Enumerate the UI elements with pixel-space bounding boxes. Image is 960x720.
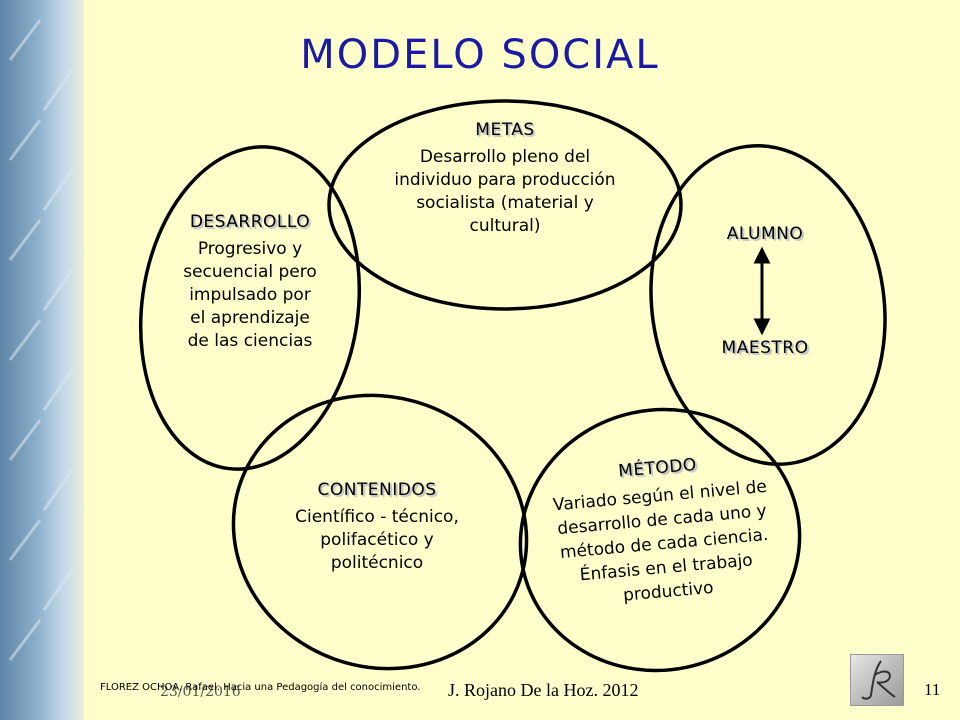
ellipse-metas: [327, 99, 683, 311]
footer-reference: FLOREZ OCHOA, Rafael. Hacia una Pedagogí…: [100, 682, 421, 693]
left-decorative-bar: [0, 0, 84, 720]
ellipse-contenidos: [231, 393, 529, 671]
double-arrow: [753, 246, 771, 336]
ellipse-desarrollo: [138, 145, 362, 471]
desarrollo-heading: DESARROLLO: [189, 212, 311, 232]
ellipse-alumno-maestro: [649, 143, 887, 467]
metas-line: cultural): [469, 216, 541, 236]
maestro-label: MAESTRO: [721, 338, 809, 358]
alumno-label: ALUMNO: [726, 224, 804, 244]
metas-block: METAS Desarrollo pleno del individuo par…: [360, 120, 650, 238]
desarrollo-body: Progresivo y secuencial pero impulsado p…: [160, 238, 340, 353]
contenidos-body: Científico - técnico, polifacético y pol…: [262, 506, 492, 575]
metas-line: Desarrollo pleno del: [419, 147, 591, 167]
jr-monogram-logo: [850, 654, 904, 706]
page-title: MODELO SOCIAL: [300, 32, 660, 78]
page-number: 11: [924, 680, 941, 699]
ellipse-metodo: [518, 407, 802, 673]
metas-body: Desarrollo pleno del individuo para prod…: [360, 146, 650, 238]
metodo-block: MÉTODO Variado según el nivel de desarro…: [532, 447, 794, 614]
desarrollo-block: DESARROLLO Progresivo y secuencial pero …: [160, 212, 340, 353]
logo-mark-icon: [861, 660, 896, 700]
contenidos-line: Científico - técnico,: [295, 507, 459, 527]
metas-line: socialista (material y: [416, 193, 594, 213]
metas-line: individuo para producción: [394, 170, 616, 190]
sidebar-pattern: [8, 19, 74, 661]
contenidos-line: polifacético y: [320, 530, 434, 550]
metodo-body: Variado según el nivel de desarrollo de …: [534, 473, 794, 614]
desarrollo-line: Progresivo y: [197, 239, 303, 259]
contenidos-heading: CONTENIDOS: [317, 480, 437, 500]
desarrollo-line: el aprendizaje: [190, 308, 310, 328]
metas-heading: METAS: [475, 120, 535, 140]
desarrollo-line: de las ciencias: [187, 331, 313, 351]
footer-date: 23/01/2016: [160, 684, 241, 700]
footer-author: J. Rojano De la Hoz. 2012: [448, 680, 639, 700]
contenidos-block: CONTENIDOS Científico - técnico, polifac…: [262, 480, 492, 575]
desarrollo-line: impulsado por: [189, 285, 311, 305]
desarrollo-line: secuencial pero: [183, 262, 317, 282]
contenidos-line: politécnico: [330, 553, 424, 573]
